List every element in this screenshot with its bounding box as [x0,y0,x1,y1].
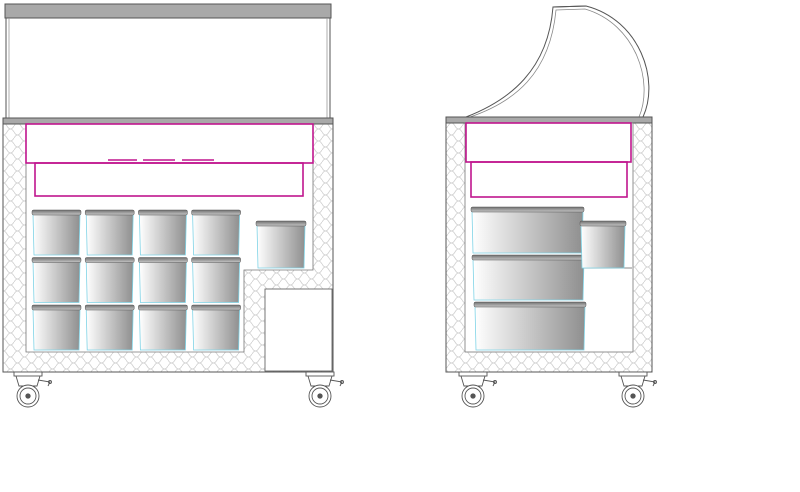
front-tub-r2-c4 [191,257,241,303]
front-tub-r1-c1 [31,209,82,256]
side-small-tub [579,220,627,269]
front-tub-r1-c3 [138,209,188,256]
front-counter-slab [2,117,334,125]
front-side-tub [255,220,307,269]
side-canopy-inner [469,8,645,118]
front-caster-left [13,371,52,408]
front-tub-r3-c2 [84,304,135,351]
front-small-tub [255,220,307,269]
front-caster-right [305,371,344,408]
front-tub-r3-c3 [138,304,188,351]
side-caster-left [458,371,497,408]
front-tub-r1-c4 [191,209,241,256]
side-canopy-outer [465,5,650,118]
side-tub-stack [470,206,627,351]
side-view [445,5,657,408]
front-compressor-compartment [264,288,333,372]
front-view [2,3,344,408]
front-tub-r2-c1 [31,257,82,303]
front-tub-r3-c1 [31,304,82,351]
front-casters [13,371,344,408]
side-counter-slab [445,116,653,124]
side-large-tub-1 [470,206,585,254]
front-tub-grid [31,209,241,351]
side-large-tub-2 [471,254,586,301]
side-large-tub-3 [473,301,587,351]
front-canopy [5,17,331,119]
front-magenta-lid-lower [34,162,304,197]
front-tub-r3-c4 [191,304,241,351]
side-caster-right [618,371,657,408]
front-tub-r1-c2 [84,209,135,256]
front-tub-r2-c3 [138,257,188,303]
side-magenta-lid-lower [470,161,628,198]
side-casters [458,371,657,408]
front-top-slab [4,3,332,19]
front-tub-r2-c2 [84,257,135,303]
